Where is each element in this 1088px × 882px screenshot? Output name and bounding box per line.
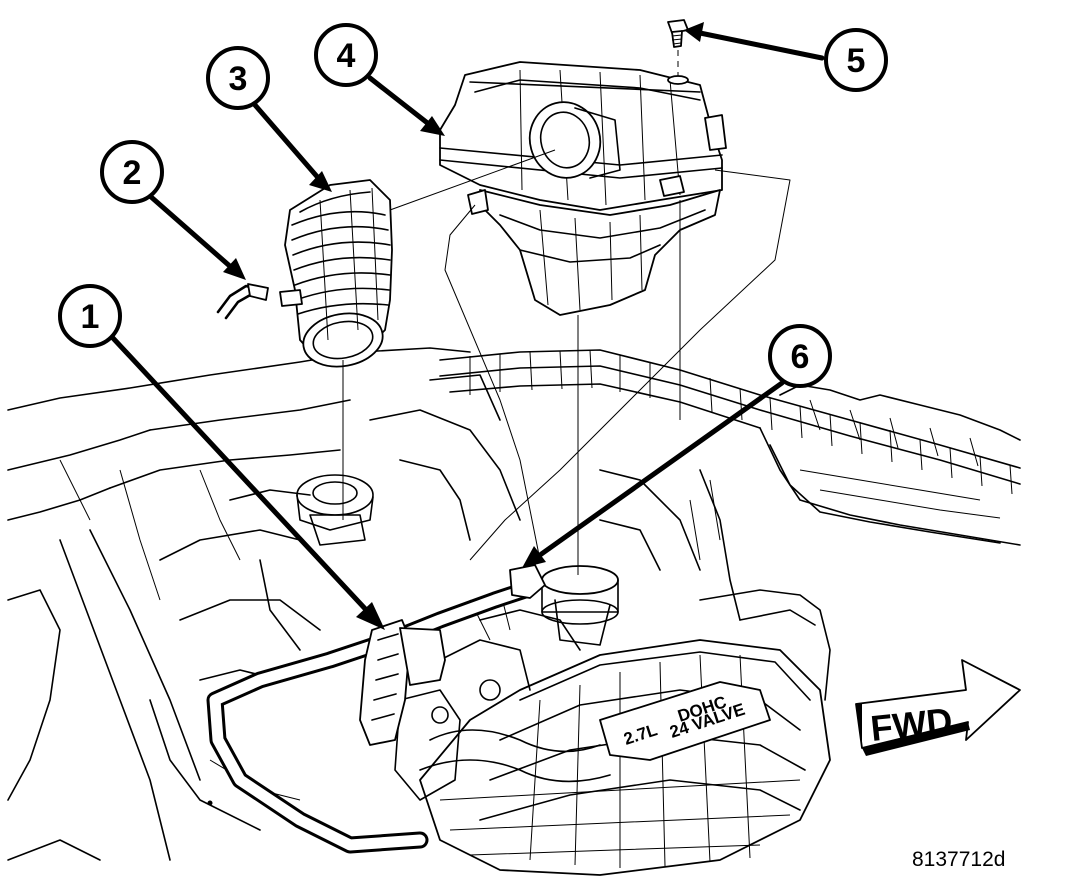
- callout-3-number: 3: [229, 60, 248, 98]
- arrowhead-2: [223, 258, 246, 280]
- arrowhead-3: [309, 171, 332, 192]
- leader-4: [367, 75, 433, 128]
- leader-5: [697, 30, 825, 61]
- arrowhead-4: [420, 116, 445, 136]
- arrowhead-6: [522, 546, 546, 568]
- marker-dot: [207, 800, 213, 806]
- callout-5-number: 5: [847, 42, 866, 80]
- part-2-hose-clamp: [216, 283, 269, 320]
- part-3-air-inlet-hose: [279, 179, 393, 368]
- callout-2: 2: [100, 140, 164, 204]
- direction-label: FWD: [869, 700, 955, 749]
- engine-compartment: [7, 347, 1021, 861]
- leader-1: [109, 334, 373, 617]
- callout-1-number: 1: [81, 298, 100, 336]
- leader-6: [537, 380, 785, 558]
- engine-intake-manifold: 2.7L DOHC 24 VALVE: [394, 589, 831, 876]
- callout-1: 1: [58, 284, 122, 348]
- callout-5: 5: [824, 28, 888, 92]
- callout-6-number: 6: [791, 338, 810, 376]
- throttle-body-inlet: [541, 565, 619, 646]
- part-4-air-cleaner-housing: [439, 61, 727, 316]
- radiator-support-ribs: [469, 349, 1021, 546]
- arrowhead-1: [356, 602, 385, 630]
- callout-4: 4: [314, 23, 378, 87]
- callout-leaders: [109, 22, 825, 630]
- callout-6: 6: [768, 324, 832, 388]
- arrowhead-5: [684, 22, 704, 42]
- callout-2-number: 2: [123, 154, 142, 192]
- callout-3: 3: [206, 46, 270, 110]
- forward-direction-indicator: FWD: [855, 659, 1021, 756]
- leader-2: [147, 193, 235, 271]
- alignment-lines: [342, 50, 791, 575]
- callout-4-number: 4: [337, 37, 356, 75]
- figure-id: 8137712d: [912, 848, 1005, 871]
- part-1-makeup-air-hose: [206, 564, 546, 854]
- leader-3: [252, 102, 323, 183]
